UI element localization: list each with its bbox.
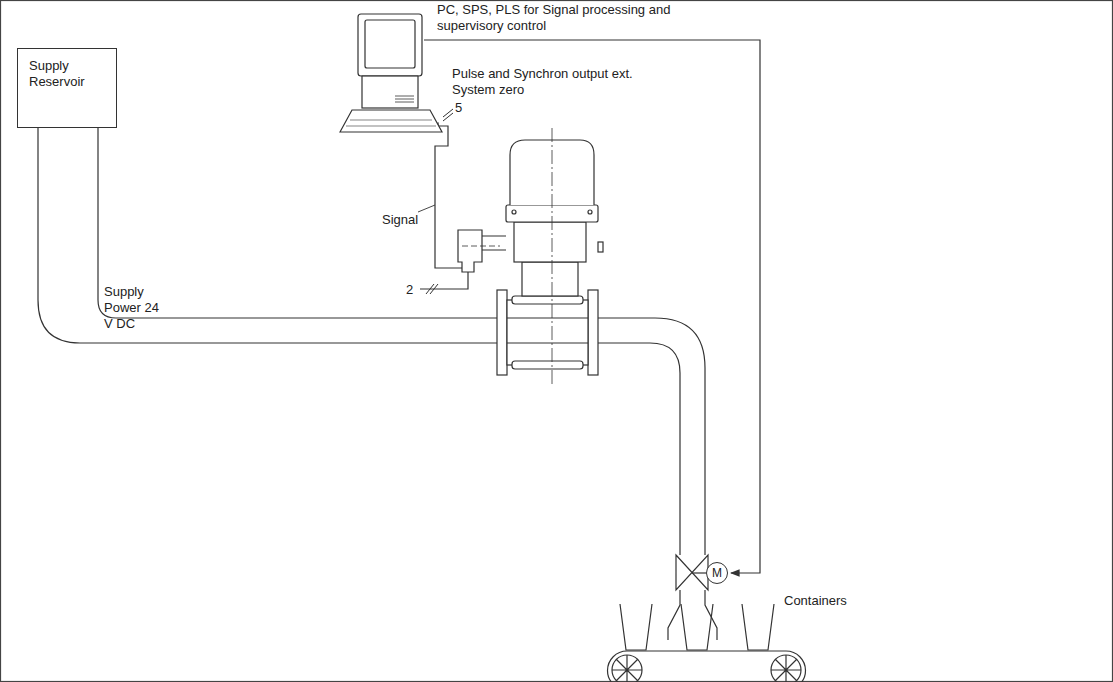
power-label: Supply Power 24 V DC [104, 284, 164, 332]
reservoir-box: Supply Reservoir [17, 48, 117, 128]
motor-circle: M [706, 562, 728, 584]
system-caption: PC, SPS, PLS for Signal processing and s… [437, 2, 727, 34]
node-label: Supply Reservoir [29, 58, 104, 90]
signal-label: Signal [382, 212, 432, 228]
wire-count: 2 [406, 282, 420, 298]
containers-label: Containers [784, 593, 874, 609]
motor-letter: M [712, 565, 722, 581]
wire-count: 5 [455, 100, 475, 116]
output-note: Pulse and Synchron output ext. System ze… [452, 66, 642, 98]
